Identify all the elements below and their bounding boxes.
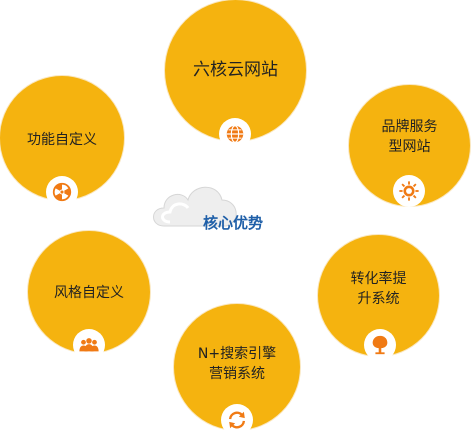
node-upper-right-line-1: 品牌服务 [381, 119, 438, 135]
node-upper-left-badge [46, 176, 78, 208]
tree-icon [372, 335, 388, 355]
node-upper-left-line-1: 功能自定义 [27, 132, 97, 148]
center-title: 核心优势 [203, 214, 264, 232]
node-upper-right-badge [393, 175, 425, 207]
node-top: 六核云网站 [165, 0, 306, 150]
node-upper-right: 品牌服务 型网站 [349, 85, 470, 207]
node-upper-right-line-2: 型网站 [388, 139, 431, 156]
node-upper-left: 功能自定义 [0, 76, 124, 208]
node-lower-right: 转化率提 升系统 [318, 235, 439, 361]
node-lower-right-line-2: 升系统 [357, 291, 400, 308]
sun-icon [399, 181, 419, 201]
node-lower-left: 风格自定义 [28, 231, 150, 361]
node-bottom-label: N+搜索引擎 营销系统 [174, 344, 300, 385]
node-top-label: 六核云网站 [165, 58, 306, 83]
node-lower-right-line-1: 转化率提 [350, 271, 407, 287]
node-lower-left-line-1: 风格自定义 [54, 285, 124, 301]
node-upper-right-label: 品牌服务 型网站 [349, 117, 470, 158]
node-upper-left-label: 功能自定义 [0, 130, 124, 150]
node-lower-left-badge [73, 329, 105, 361]
node-top-badge [219, 118, 251, 150]
cloud-icon [153, 186, 237, 227]
globe-icon [226, 125, 244, 143]
node-bottom-badge [221, 404, 253, 436]
refresh-icon [228, 411, 246, 429]
people-icon [79, 338, 99, 352]
radiation-icon [52, 182, 72, 202]
node-bottom-line-2: 营销系统 [209, 366, 265, 383]
node-bottom-line-1: N+搜索引擎 [197, 346, 277, 362]
node-lower-right-label: 转化率提 升系统 [318, 269, 439, 310]
node-top-line-1: 六核云网站 [193, 60, 278, 80]
node-bottom: N+搜索引擎 营销系统 [174, 304, 300, 436]
node-lower-left-label: 风格自定义 [28, 283, 150, 303]
node-lower-right-badge [364, 329, 396, 361]
